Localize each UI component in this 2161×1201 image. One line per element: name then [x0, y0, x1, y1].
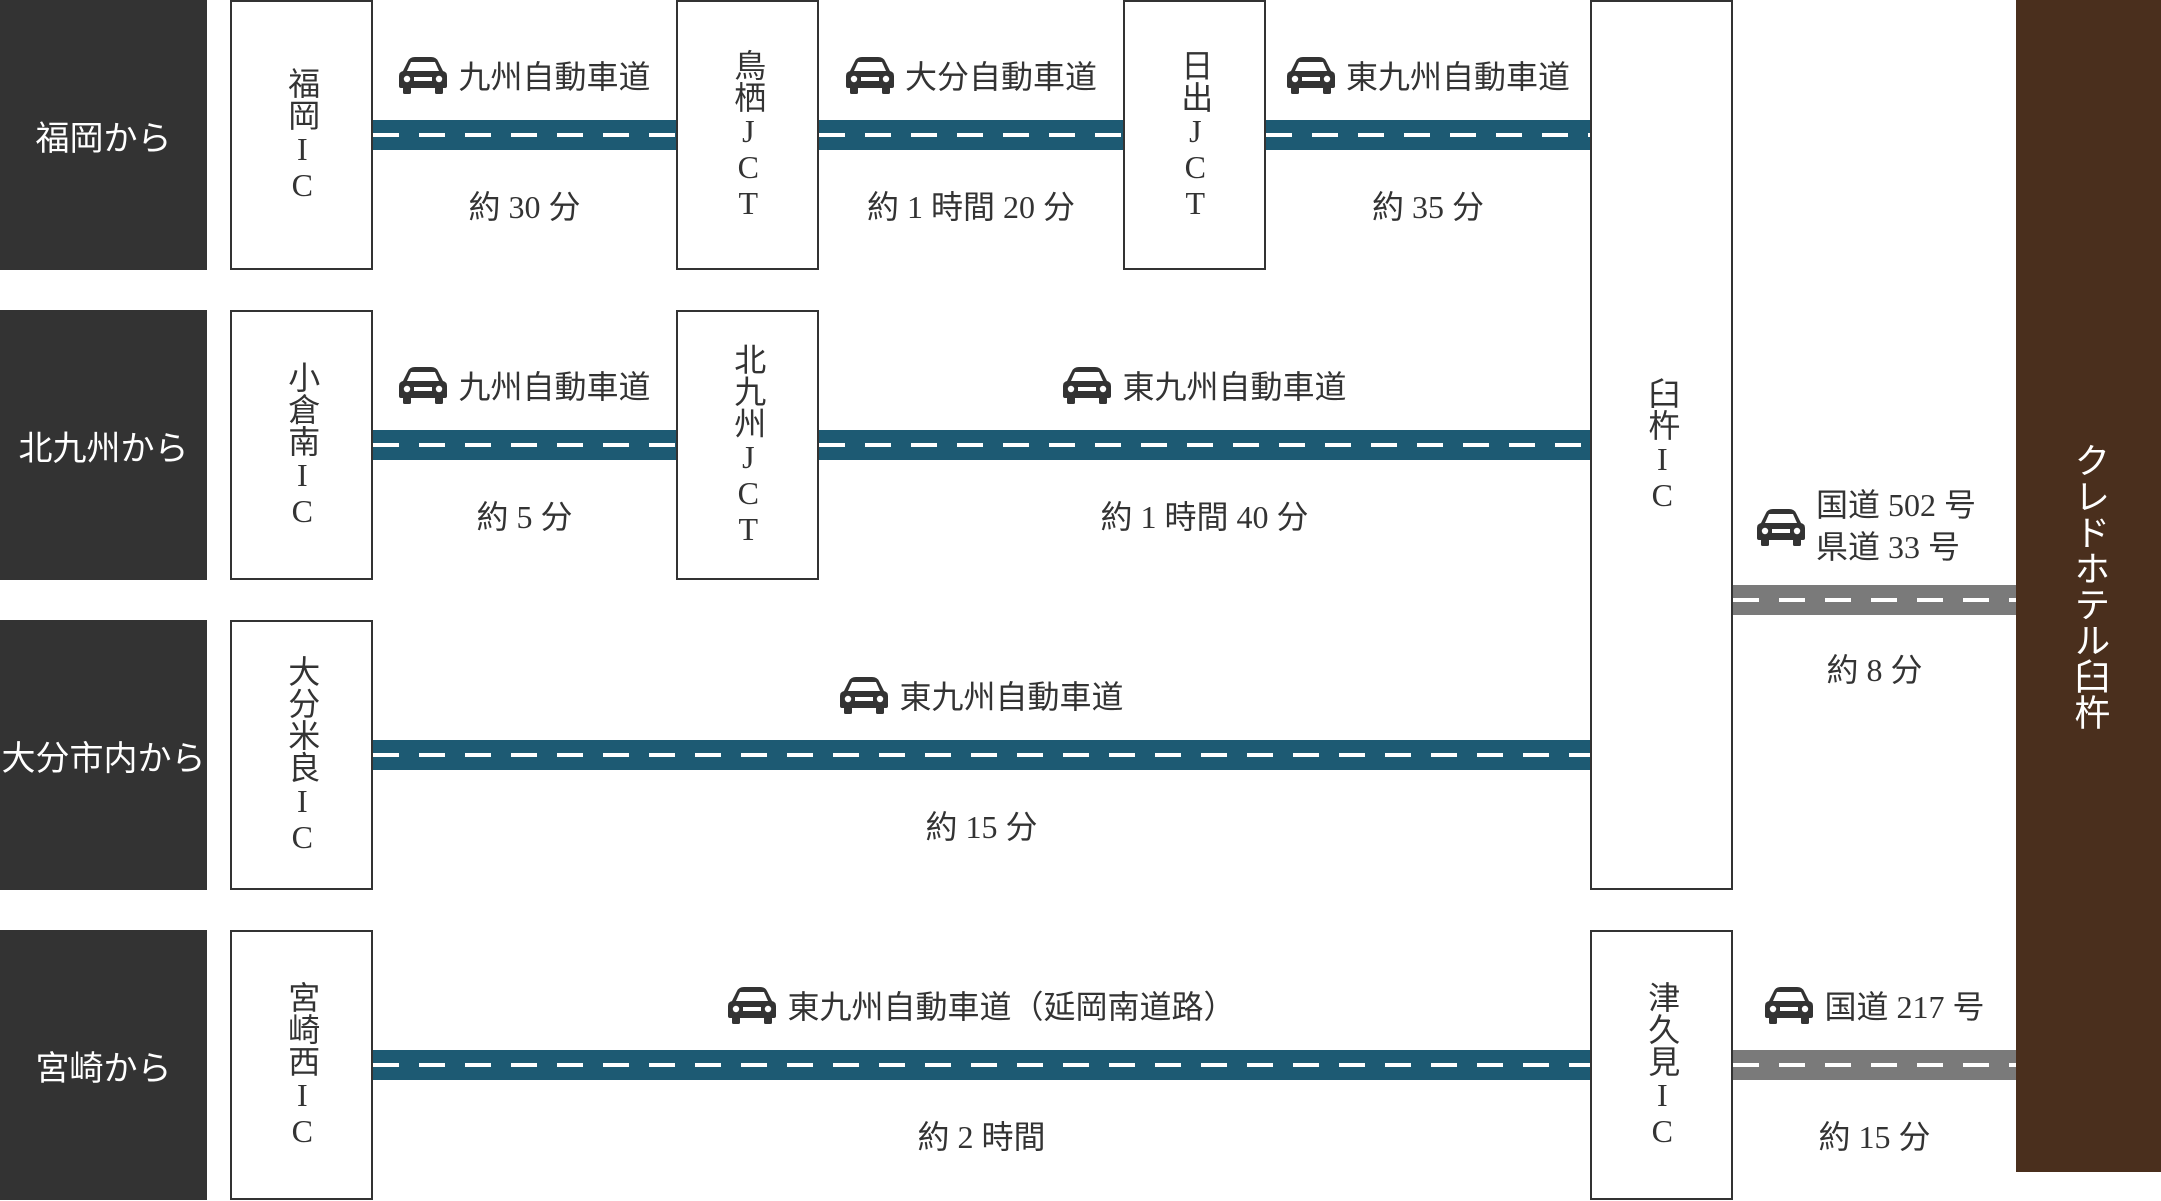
local-road-usuki-hotel — [1733, 585, 2016, 615]
road-name-1: 国道 502 号 — [1816, 487, 1977, 524]
road-name: 九州自動車道 — [458, 369, 651, 405]
route-label-r1c: 東九州自動車道 — [1266, 52, 1590, 98]
node-hiji-jct-label: 日出JCT — [1177, 49, 1214, 221]
node-tsukumi-ic: 津久見IC — [1590, 930, 1733, 1200]
node-usuki-ic-label: 臼杵IC — [1644, 377, 1681, 513]
highway-segment-r2b — [819, 430, 1590, 460]
road-name: 東九州自動車道 — [1122, 369, 1347, 405]
origin-oita: 大分市内から — [0, 620, 207, 890]
road-name: 国道 217 号 — [1824, 989, 1985, 1025]
route-label-r4: 東九州自動車道（延岡南道路） — [373, 982, 1590, 1028]
local-road-tsukumi-hotel — [1733, 1050, 2016, 1080]
travel-time-r4: 約 2 時間 — [917, 1119, 1046, 1155]
route-label-usuki-hotel: 国道 502 号 県道 33 号 — [1756, 482, 2006, 572]
highway-segment-r1a — [373, 120, 676, 150]
highway-segment-r4 — [373, 1050, 1590, 1080]
highway-segment-r1c — [1266, 120, 1590, 150]
origin-fukuoka: 福岡から — [0, 0, 207, 270]
car-icon — [839, 675, 889, 715]
highway-segment-r2a — [373, 430, 676, 460]
road-name-2: 県道 33 号 — [1816, 529, 1961, 565]
car-icon — [398, 365, 448, 405]
travel-time-usuki-hotel: 約 8 分 — [1826, 652, 1923, 688]
car-icon — [1286, 55, 1336, 95]
travel-time-r2b: 約 1 時間 40 分 — [1100, 499, 1309, 535]
route-label-r1a: 九州自動車道 — [373, 52, 676, 98]
node-miyazaki-nishi-ic-label: 宮崎西IC — [284, 981, 321, 1149]
node-hiji-jct: 日出JCT — [1123, 0, 1266, 270]
hotel-name: クレドホテル臼杵 — [2069, 442, 2110, 730]
node-tsukumi-ic-label: 津久見IC — [1644, 981, 1681, 1149]
highway-segment-r3 — [373, 740, 1590, 770]
road-name: 東九州自動車道 — [899, 679, 1124, 715]
node-kitakyushu-jct-label: 北九州JCT — [730, 343, 767, 547]
car-icon — [1062, 365, 1112, 405]
travel-time-r3: 約 15 分 — [925, 809, 1038, 845]
road-name: 九州自動車道 — [458, 59, 651, 95]
road-name: 大分自動車道 — [904, 59, 1097, 95]
route-label-r2a: 九州自動車道 — [373, 362, 676, 408]
car-icon — [1764, 985, 1814, 1025]
node-kitakyushu-jct: 北九州JCT — [676, 310, 819, 580]
node-fukuoka-ic-label: 福岡IC — [284, 67, 321, 203]
route-label-r3: 東九州自動車道 — [373, 672, 1590, 718]
node-kokura-minami-ic: 小倉南IC — [230, 310, 373, 580]
node-usuki-ic: 臼杵IC — [1590, 0, 1733, 890]
route-label-r2b: 東九州自動車道 — [819, 362, 1590, 408]
road-name-lines: 国道 502 号 県道 33 号 — [1816, 485, 1976, 568]
node-kokura-minami-ic-label: 小倉南IC — [284, 361, 321, 529]
node-oita-mera-ic-label: 大分米良IC — [284, 655, 321, 855]
travel-time-r1b: 約 1 時間 20 分 — [866, 189, 1075, 225]
route-label-r1b: 大分自動車道 — [819, 52, 1123, 98]
node-tosu-jct: 鳥栖JCT — [676, 0, 819, 270]
highway-segment-r1b — [819, 120, 1123, 150]
car-icon — [727, 985, 777, 1025]
travel-time-tsukumi-hotel: 約 15 分 — [1818, 1119, 1931, 1155]
car-icon — [398, 55, 448, 95]
node-fukuoka-ic: 福岡IC — [230, 0, 373, 270]
car-icon — [1756, 507, 1806, 547]
hotel-destination: クレドホテル臼杵 — [2016, 0, 2161, 1172]
road-name: 東九州自動車道 — [1345, 59, 1570, 95]
route-label-tsukumi-hotel: 国道 217 号 — [1733, 982, 2016, 1028]
travel-time-r1a: 約 30 分 — [468, 189, 581, 225]
node-oita-mera-ic: 大分米良IC — [230, 620, 373, 890]
origin-kitakyushu: 北九州から — [0, 310, 207, 580]
origin-miyazaki: 宮崎から — [0, 930, 207, 1200]
travel-time-r2a: 約 5 分 — [476, 499, 573, 535]
travel-time-r1c: 約 35 分 — [1371, 189, 1484, 225]
node-miyazaki-nishi-ic: 宮崎西IC — [230, 930, 373, 1200]
car-icon — [845, 55, 895, 95]
node-tosu-jct-label: 鳥栖JCT — [730, 49, 767, 221]
road-name: 東九州自動車道（延岡南道路） — [787, 989, 1236, 1025]
